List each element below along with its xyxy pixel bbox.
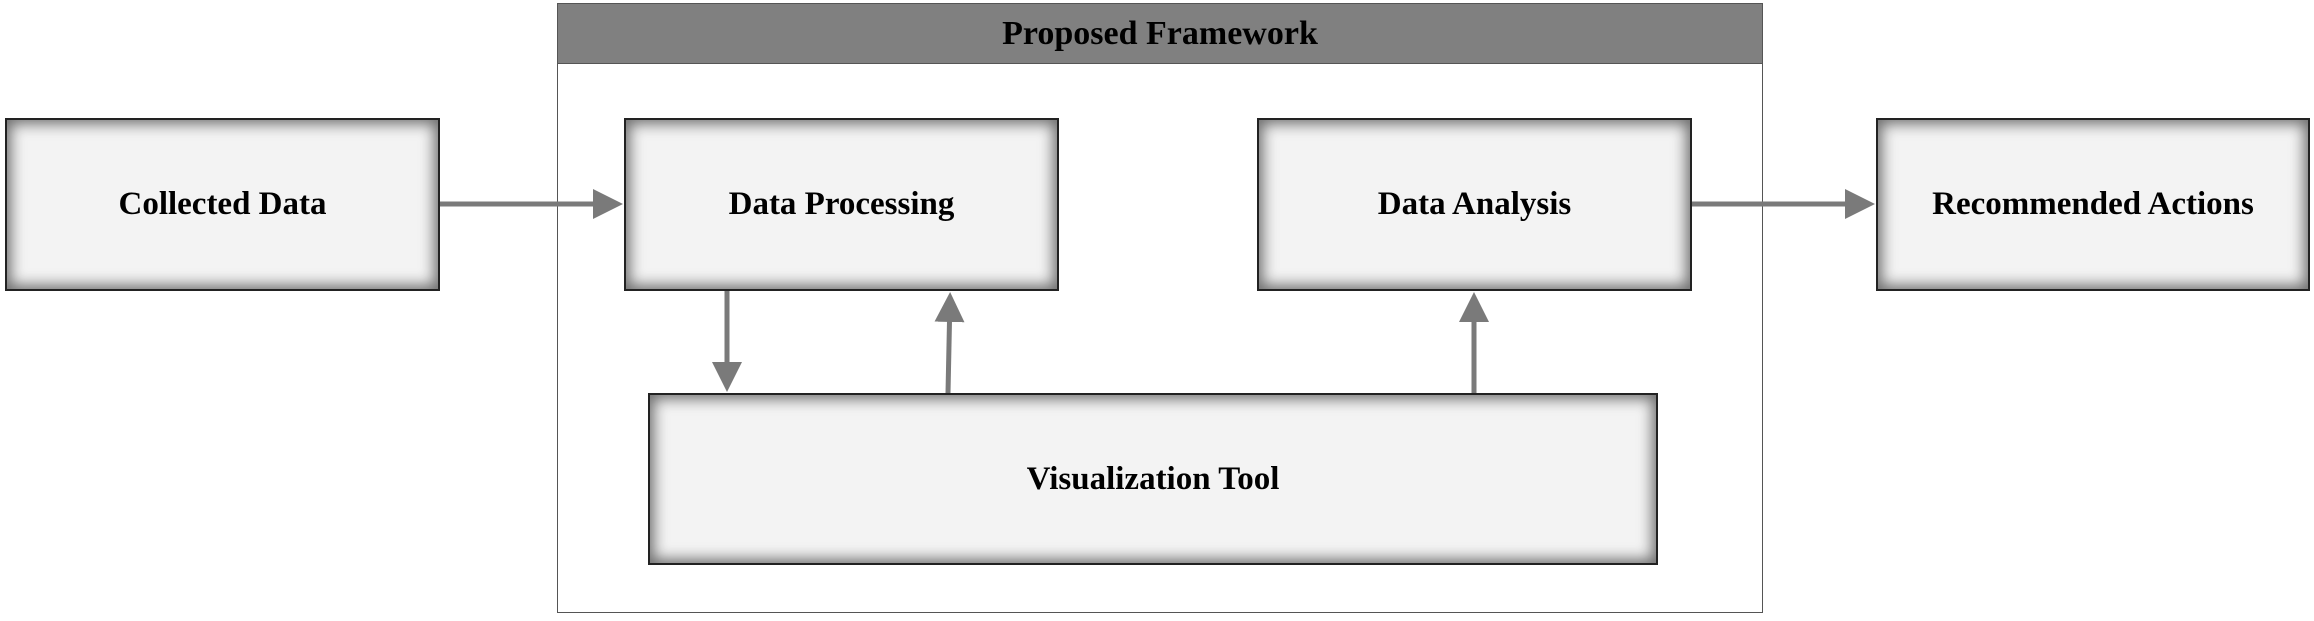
framework-title: Proposed Framework [558,4,1762,64]
data-analysis-box: Data Analysis [1257,118,1692,291]
collected-data-box: Collected Data [5,118,440,291]
visualization-tool-box: Visualization Tool [648,393,1658,565]
recommended-actions-box: Recommended Actions [1876,118,2310,291]
data-processing-box: Data Processing [624,118,1059,291]
